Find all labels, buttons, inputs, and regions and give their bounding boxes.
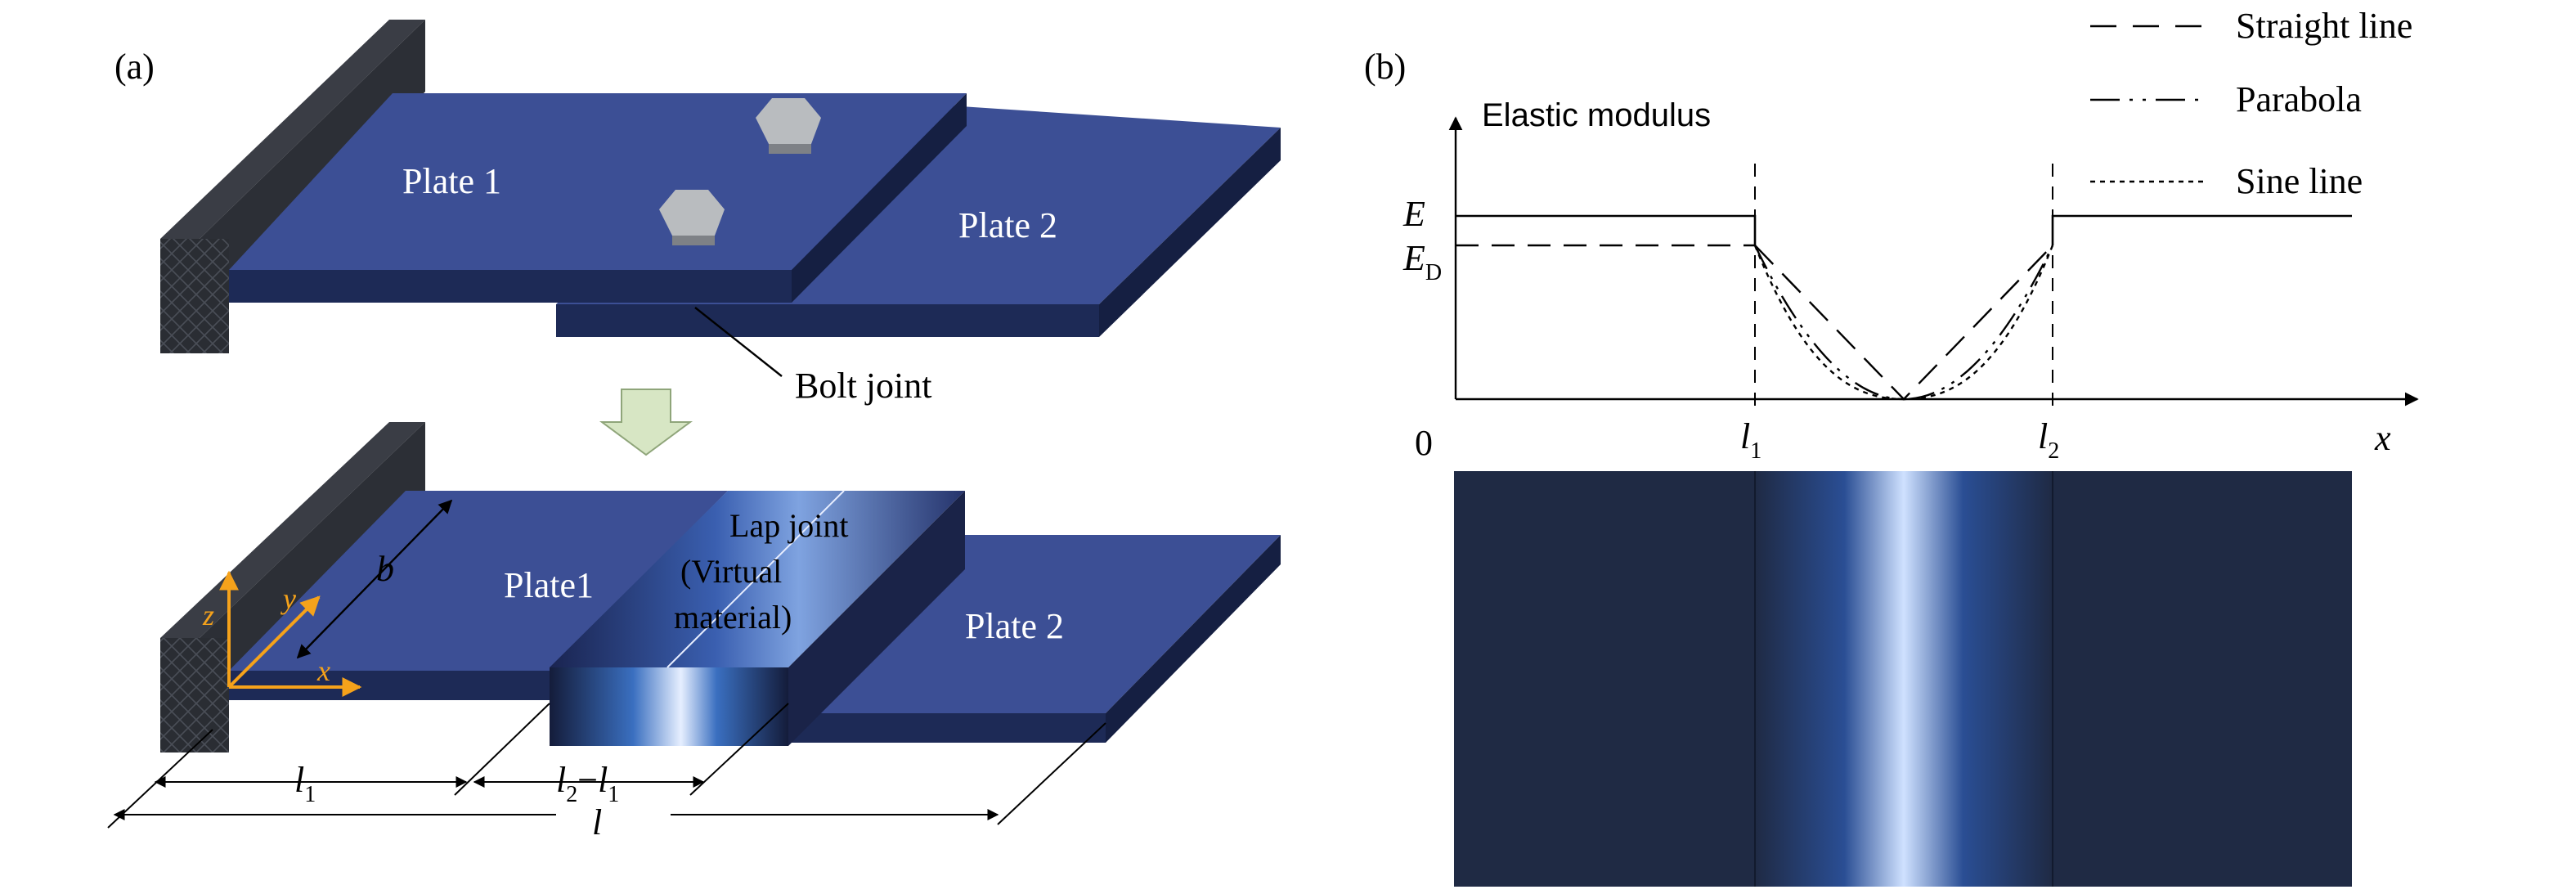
legend: Straight line Parabola Sine line: [2090, 6, 2412, 201]
plate1-bottom-label: Plate1: [504, 565, 594, 605]
axis-y-label: y: [280, 582, 296, 615]
tick-E: E: [1402, 194, 1425, 234]
plate2-bottom-label: Plate 2: [965, 606, 1064, 646]
panel-b-label: (b): [1364, 47, 1406, 87]
lap-joint-block: [550, 490, 965, 746]
axis-z-label: z: [202, 599, 214, 631]
y-axis-label: Elastic modulus: [1482, 97, 1711, 133]
legend-label-parabola: Parabola: [2236, 79, 2362, 119]
top-wall: [160, 20, 425, 353]
lap-joint-label-1: Lap joint: [729, 507, 849, 544]
series-parabola: [1753, 245, 2054, 400]
tick-ED: ED: [1402, 238, 1442, 285]
bolt-joint-leader: [694, 307, 783, 377]
dimension-lines: [107, 703, 1106, 829]
tick-l1: l1: [1740, 416, 1761, 464]
plate1-top-label: Plate 1: [402, 161, 501, 201]
coordinate-axes: [219, 570, 362, 697]
modulus-color-bar: [1454, 471, 2352, 887]
bottom-plate2: [785, 535, 1281, 743]
series-E-right: [2051, 214, 2352, 245]
axis-x-label: x: [316, 654, 330, 687]
plate2-top-label: Plate 2: [958, 205, 1057, 245]
origin-label: 0: [1415, 423, 1433, 463]
dim-l1-label: l1: [294, 760, 316, 807]
tick-l2: l2: [2038, 416, 2059, 464]
series-E-left: [1456, 214, 1757, 245]
legend-label-straight: Straight line: [2236, 6, 2412, 46]
bolt-icon: [756, 98, 821, 154]
panel-a-label: (a): [114, 47, 155, 87]
bolt-icon: [659, 190, 725, 245]
x-axis-label: x: [2374, 418, 2391, 458]
dim-l2-minus-l1-label: l2−l1: [556, 760, 619, 807]
series-sine-line: [1753, 245, 2054, 401]
dim-l-label: l: [592, 802, 602, 842]
b-dimension-arrow: [296, 499, 453, 659]
dim-b-label: b: [376, 549, 394, 589]
down-arrow-icon: [599, 389, 693, 456]
lap-joint-label-3: material): [674, 599, 792, 636]
bolt-joint-label: Bolt joint: [795, 366, 931, 406]
lap-joint-label-2: (Virtual: [680, 553, 782, 590]
legend-label-sine: Sine line: [2236, 161, 2363, 201]
